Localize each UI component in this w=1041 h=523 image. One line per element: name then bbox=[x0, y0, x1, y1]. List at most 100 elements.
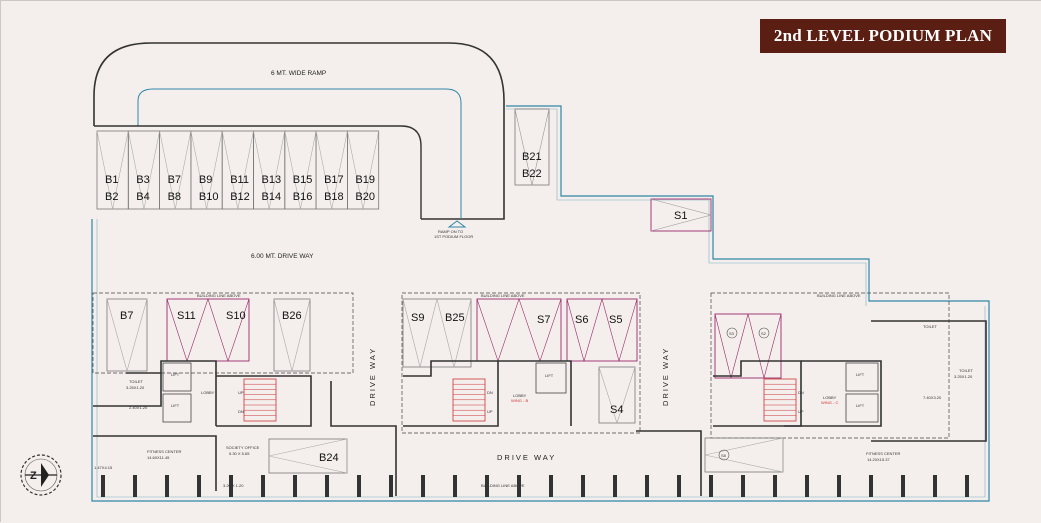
lift-left-2: LIFT bbox=[171, 403, 180, 408]
society-office-size: 5.30 X 5.65 bbox=[229, 451, 250, 456]
fitness-left-size: 14.60X11.45 bbox=[147, 455, 170, 460]
dim-left-4: 3.20 X 1.20 bbox=[223, 483, 244, 488]
structural-column bbox=[261, 475, 265, 497]
site-boundary-inner bbox=[96, 108, 986, 498]
north-arrow-icon: Z bbox=[20, 454, 62, 496]
structural-column bbox=[229, 475, 233, 497]
ramp-bay-top-label: B15 bbox=[293, 174, 313, 186]
ramp-bay-top-label: B9 bbox=[199, 174, 212, 186]
ramp-inner-line bbox=[137, 88, 462, 219]
up-3: UP bbox=[798, 409, 804, 414]
structural-column bbox=[517, 475, 521, 497]
structural-column bbox=[581, 475, 585, 497]
building-line-right bbox=[710, 292, 950, 439]
site-boundary-line bbox=[91, 105, 990, 502]
core-walls bbox=[93, 320, 987, 496]
structural-column bbox=[325, 475, 329, 497]
toilet-left-dim: 3.25X1.20 bbox=[126, 385, 145, 390]
structural-column bbox=[901, 475, 905, 497]
ramp-bay-diagonal bbox=[253, 130, 286, 210]
structural-column bbox=[805, 475, 809, 497]
plan-title: 2nd LEVEL PODIUM PLAN bbox=[760, 19, 1006, 53]
ramp-label: 6 MT. WIDE RAMP bbox=[271, 70, 326, 77]
ramp-bay-diagonal bbox=[190, 130, 223, 210]
structural-column bbox=[645, 475, 649, 497]
structural-column bbox=[453, 475, 457, 497]
bay-left-1: S11 bbox=[177, 310, 196, 322]
lobby-mid: LOBBY bbox=[513, 393, 527, 398]
driveway-vertical-left: DRIVE WAY bbox=[368, 347, 377, 406]
building-line-label-mid: BUILDING LINE ABOVE bbox=[481, 293, 525, 298]
ramp-down-marker: RAMP ON TO 1ST PODIUM FLOOR bbox=[434, 220, 473, 239]
circle-s3: S3 bbox=[729, 331, 735, 336]
structural-column bbox=[101, 475, 105, 497]
bay-mid-4: S5 bbox=[609, 314, 622, 326]
structural-column bbox=[677, 475, 681, 497]
ramp-bay-top-label: B1 bbox=[105, 174, 118, 186]
dim-left-3: 1.47X4.15 bbox=[94, 465, 113, 470]
ramp-bay-bottom-label: B18 bbox=[324, 191, 344, 203]
bay-b21-label: B21 bbox=[522, 151, 542, 163]
circle-s2: S2 bbox=[761, 331, 767, 336]
fitness-right-size: 14.20X15.37 bbox=[867, 457, 890, 462]
ramp-bay-top-label: B13 bbox=[262, 174, 282, 186]
structural-column bbox=[613, 475, 617, 497]
building-line-label-bottom: BUILDING LINE ABOVE bbox=[481, 483, 525, 488]
driveway-top-label: 6.00 MT. DRIVE WAY bbox=[251, 253, 314, 260]
ramp-bay-bottom-label: B20 bbox=[355, 191, 375, 203]
structural-column bbox=[773, 475, 777, 497]
wing-c-label: WING - C bbox=[821, 400, 838, 405]
svg-text:Z: Z bbox=[30, 470, 37, 482]
structural-column bbox=[421, 475, 425, 497]
up-2: UP bbox=[487, 409, 493, 414]
ramp-bay-top-label: B7 bbox=[168, 174, 181, 186]
mid-block-bays: S9 B25 S7 S6 S5 S4 bbox=[402, 297, 638, 424]
ramp-bay-bottom-label: B12 bbox=[230, 191, 250, 203]
ramp-note-1: RAMP ON TO bbox=[438, 229, 463, 234]
lift-right-1: LIFT bbox=[856, 372, 865, 377]
structural-column bbox=[709, 475, 713, 497]
ramp-bay-top-label: B3 bbox=[136, 174, 149, 186]
bay-left-3: B26 bbox=[282, 310, 302, 322]
bay-b22-label: B22 bbox=[522, 168, 542, 180]
ramp-bay-diagonal bbox=[96, 130, 129, 210]
ramp-bay-diagonal bbox=[315, 130, 348, 210]
structural-column bbox=[741, 475, 745, 497]
bay-left-0: B7 bbox=[120, 310, 133, 322]
society-office-label: SOCIETY OFFICE bbox=[226, 445, 260, 450]
bay-mid-2: S7 bbox=[537, 314, 550, 326]
dn-3: DN bbox=[798, 390, 804, 395]
bay-mid-0: S9 bbox=[411, 312, 424, 324]
building-line-left bbox=[92, 292, 354, 374]
ramp-bay-bottom-label: B10 bbox=[199, 191, 219, 203]
lift-mid: LIFT bbox=[545, 373, 554, 378]
structural-column bbox=[197, 475, 201, 497]
structural-column bbox=[357, 475, 361, 497]
structural-column bbox=[165, 475, 169, 497]
bay-b24-label: B24 bbox=[319, 452, 339, 464]
stairs bbox=[243, 378, 797, 422]
ramp-bay-bottom-label: B8 bbox=[168, 191, 181, 203]
right-block-bays: S3 S2 S8 bbox=[704, 313, 784, 473]
ramp-bay-diagonal bbox=[159, 130, 192, 210]
lobby-left: LOBBY bbox=[201, 390, 215, 395]
bottom-columns bbox=[101, 475, 969, 497]
bay-left-2: S10 bbox=[226, 310, 246, 322]
toilet-left: TOILET bbox=[129, 379, 143, 384]
ramp-inner-wall bbox=[94, 125, 422, 219]
structural-column bbox=[485, 475, 489, 497]
ramp-bay-diagonal bbox=[284, 130, 317, 210]
building-line-label-left: BUILDING LINE ABOVE bbox=[197, 293, 241, 298]
ramp-bay-bottom-label: B14 bbox=[262, 191, 282, 203]
dim-left-2: 2.40X1.20 bbox=[129, 405, 148, 410]
building-line-label-right: BUILDING LINE ABOVE bbox=[817, 293, 861, 298]
ramp-parking-bays: B1B2B3B4B7B8B9B10B11B12B13B14B15B16B17B1… bbox=[96, 130, 380, 210]
structural-column bbox=[389, 475, 393, 497]
ramp-bay-diagonal bbox=[221, 130, 254, 210]
lift-right-2: LIFT bbox=[856, 403, 865, 408]
structural-column bbox=[965, 475, 969, 497]
driveway-vertical-right: DRIVE WAY bbox=[661, 347, 670, 406]
structural-column bbox=[837, 475, 841, 497]
ramp-bay-diagonal bbox=[128, 130, 160, 210]
